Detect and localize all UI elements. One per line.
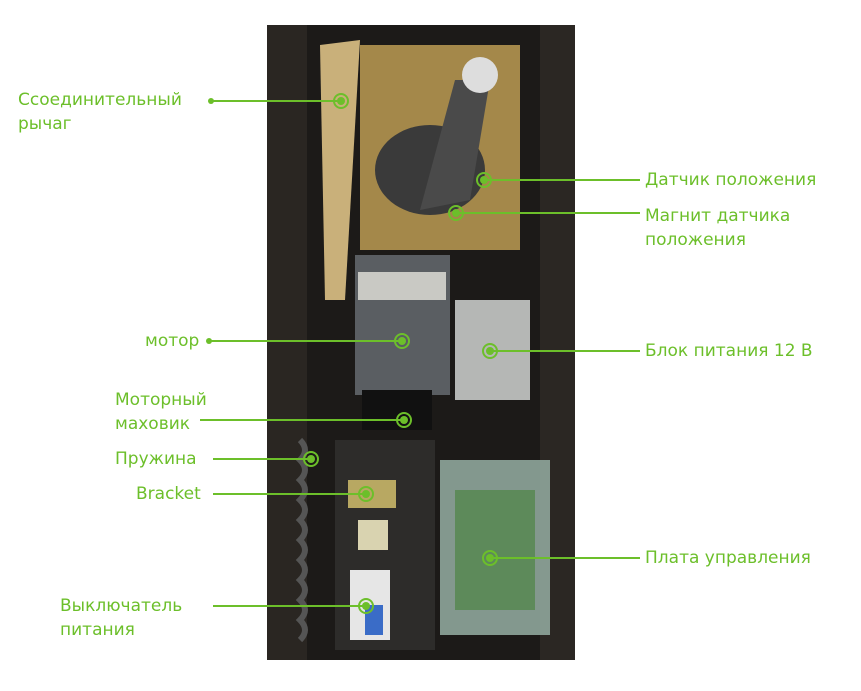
label-bracket: Bracket [136,484,201,504]
marker-icon [482,343,498,359]
marker-icon [358,486,374,502]
label-line: Моторный [115,390,207,410]
leader-lines [200,100,640,607]
label-motor: мотор [145,331,200,351]
marker-icon [476,172,492,188]
label-lever: Ссоединительный рычаг [18,88,182,136]
label-line: Ссоединительный [18,90,182,110]
label-flywheel: Моторный маховик [115,388,207,436]
marker-icon [482,550,498,566]
marker-icon [448,205,464,221]
label-spring: Пружина [115,449,197,469]
label-line: питания [60,620,135,640]
label-line: положения [645,230,746,250]
label-line: маховик [115,414,191,434]
label-line: Выключатель [60,596,183,616]
label-psu: Блок питания 12 В [645,341,813,361]
marker-icon [333,93,349,109]
marker-icon [394,333,410,349]
connecting-lever [320,40,360,300]
marker-icon [396,412,412,428]
marker-icon [303,451,319,467]
label-line: рычаг [18,114,72,134]
label-line: Магнит датчика [645,206,791,226]
marker-icon [358,598,374,614]
label-control-board: Плата управления [645,548,811,568]
label-power-switch: Выключатель питания [60,594,182,642]
label-sensor-magnet: Магнит датчика положения [645,204,790,252]
label-position-sensor: Датчик положения [645,170,817,190]
